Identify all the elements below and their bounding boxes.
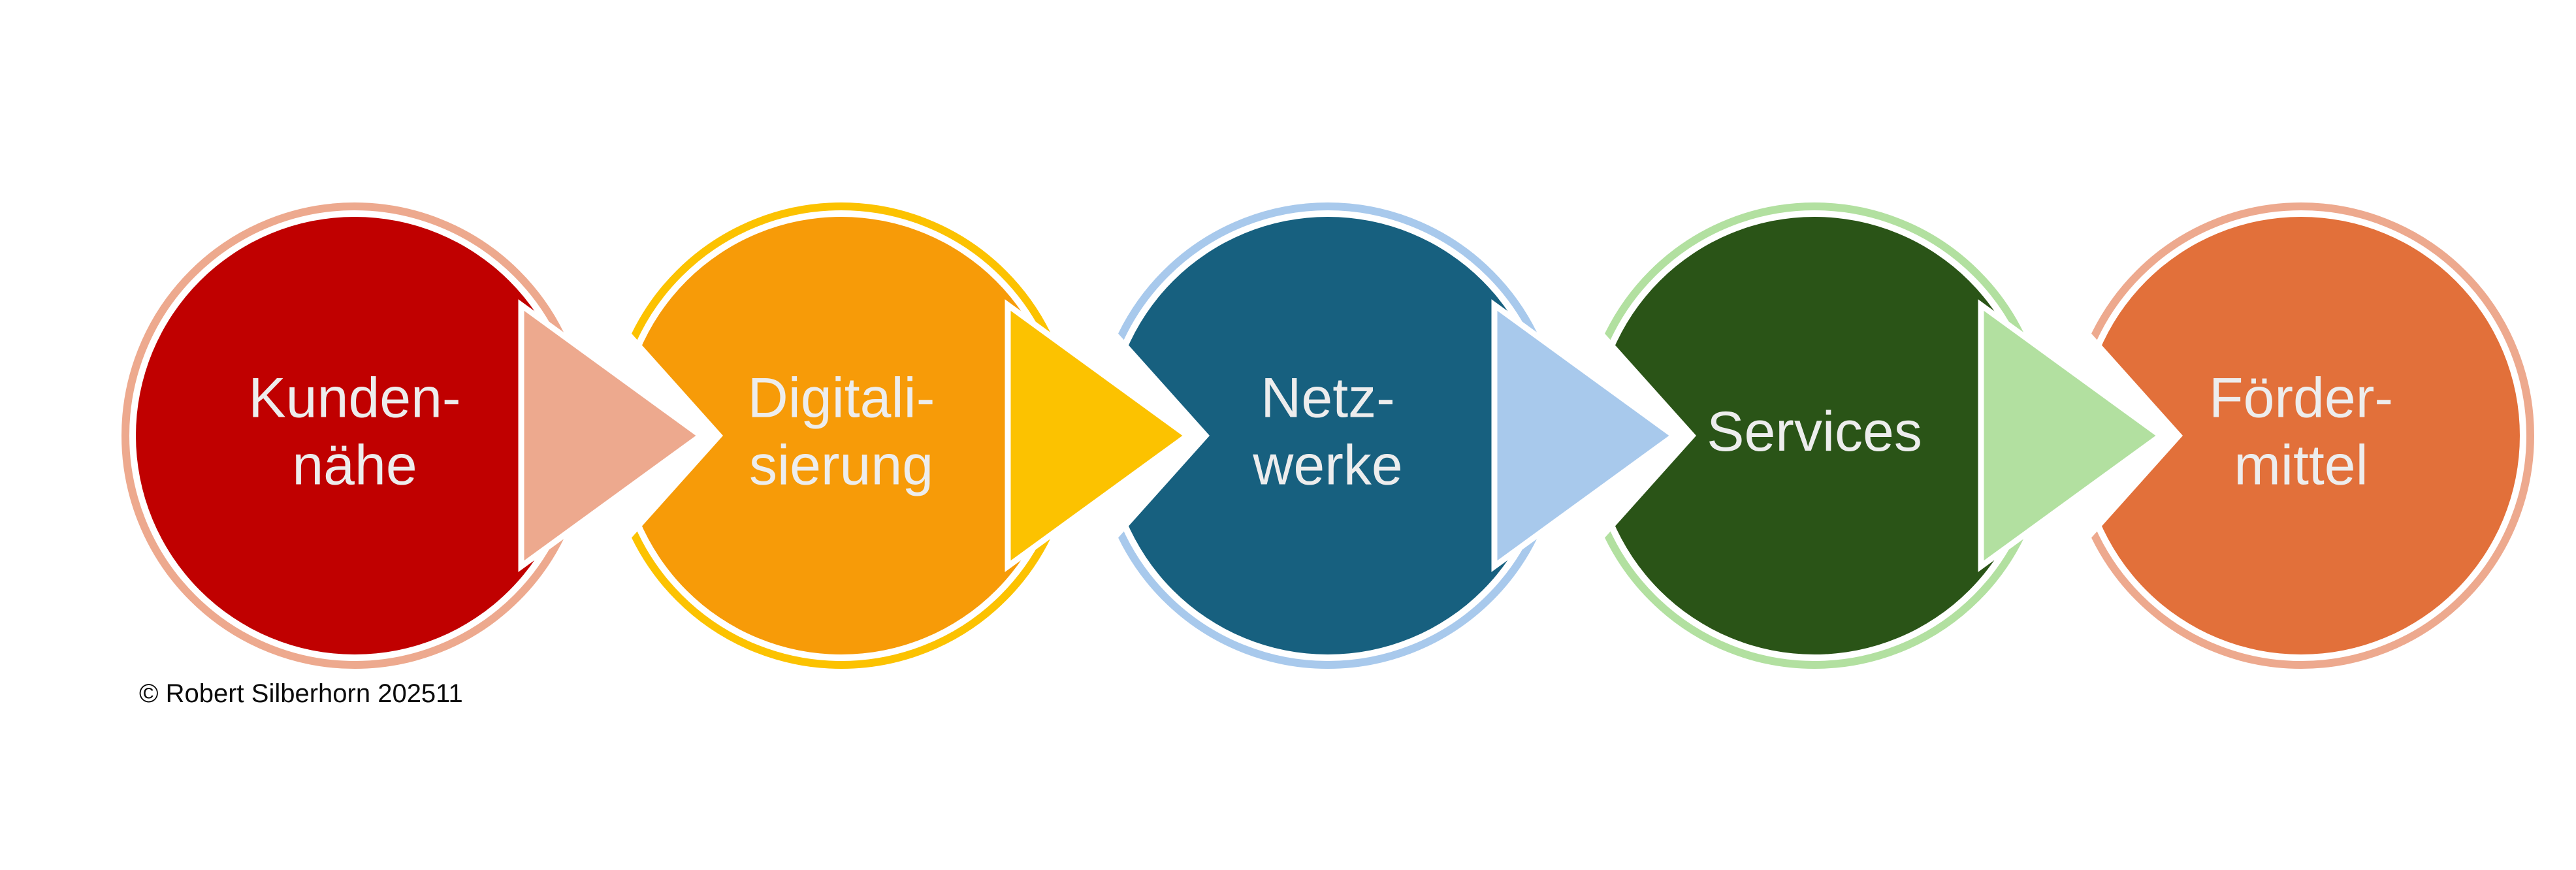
step-label-line: Services <box>1707 400 1922 463</box>
step-label-line: Netz- <box>1261 366 1394 429</box>
step-label-line: mittel <box>2234 434 2368 496</box>
chevron-arrow-icon-overlay-2 <box>1005 299 1193 572</box>
step-circle-3[interactable] <box>1109 217 1547 654</box>
step-label-1: Kunden-nähe <box>248 366 460 496</box>
step-label-line: sierung <box>749 434 933 496</box>
step-label-line: Förder- <box>2209 366 2393 429</box>
step-label-2: Digitali-sierung <box>748 366 935 496</box>
step-label-3: Netz-werke <box>1252 366 1402 496</box>
step-circle-2[interactable] <box>622 217 1060 654</box>
chevron-arrow-icon-overlay-1 <box>518 299 706 572</box>
step-label-line: Digitali- <box>748 366 935 429</box>
step-label-line: Kunden- <box>248 366 460 429</box>
step-circle-4[interactable] <box>1596 217 2033 654</box>
chevron-arrow-icon-overlay-4 <box>1978 299 2166 572</box>
step-circle-5[interactable] <box>2082 217 2520 654</box>
step-label-4: Services <box>1707 400 1922 463</box>
copyright-credit: © Robert Silberhorn 202511 <box>139 679 463 708</box>
step-label-line: nähe <box>292 434 417 496</box>
chevron-arrow-icon-overlay-3 <box>1491 299 1679 572</box>
step-circle-1[interactable] <box>136 217 573 654</box>
shapes-layer <box>121 202 2534 669</box>
step-label-5: Förder-mittel <box>2209 366 2393 496</box>
step-label-line: werke <box>1252 434 1402 496</box>
labels-layer: Kunden-nähe Digitali-sierung Netz-werke Ser… <box>248 366 2393 496</box>
